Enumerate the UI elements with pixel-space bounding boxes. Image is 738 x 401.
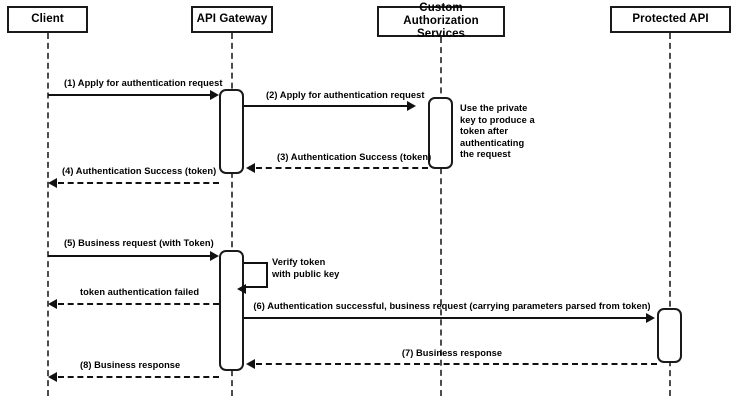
activation-gateway-business xyxy=(219,250,244,371)
message-label-token-auth-failed: token authentication failed xyxy=(80,287,200,297)
message-arrowhead-5 xyxy=(210,251,219,261)
message-line-4 xyxy=(58,182,219,184)
message-arrowhead-1 xyxy=(210,90,219,100)
participant-label-client: Client xyxy=(31,13,64,25)
message-label-3: (3) Authentication Success (token) xyxy=(277,152,432,162)
note-private-key: Use the private key to produce a token a… xyxy=(460,103,535,161)
message-arrowhead-3 xyxy=(246,163,255,173)
message-line-3 xyxy=(256,167,428,169)
activation-gateway-auth xyxy=(219,89,244,174)
message-label-6: (6) Authentication successful, business … xyxy=(253,301,651,311)
self-message-verify-token xyxy=(244,262,268,288)
activation-protected-api xyxy=(657,308,682,363)
message-line-7 xyxy=(256,363,657,365)
message-arrowhead-6 xyxy=(646,313,655,323)
message-line-2 xyxy=(244,105,408,107)
message-label-8: (8) Business response xyxy=(80,360,181,370)
participant-custom-authorization-services[interactable]: Custom Authorization Services xyxy=(377,2,505,40)
lifeline-client xyxy=(47,33,49,396)
message-label-2: (2) Apply for authentication request xyxy=(266,90,425,100)
activation-authsvc xyxy=(428,97,453,169)
message-line-5 xyxy=(48,255,211,257)
self-message-arrowhead-verify-token xyxy=(237,284,246,294)
message-line-token-auth-failed xyxy=(58,303,219,305)
participant-protected-api[interactable]: Protected API xyxy=(610,6,731,33)
lifeline-gateway xyxy=(231,33,233,396)
lifeline-authsvc xyxy=(440,37,442,396)
note-private-key-line-4: authenticating xyxy=(460,137,525,148)
note-verify-token: Verify token with public key xyxy=(272,257,339,280)
message-arrowhead-token-auth-failed xyxy=(48,299,57,309)
note-private-key-line-5: the request xyxy=(460,149,511,159)
participant-label-protected-api: Protected API xyxy=(632,13,709,25)
participant-label-custom-authorization-services: Custom Authorization Services xyxy=(403,2,479,40)
participant-client[interactable]: Client xyxy=(7,6,88,33)
message-line-8 xyxy=(58,376,219,378)
message-label-1: (1) Apply for authentication request xyxy=(64,78,223,88)
note-private-key-line-2: key to produce a xyxy=(460,114,535,125)
note-verify-token-line-1: Verify token xyxy=(272,257,326,267)
message-label-4: (4) Authentication Success (token) xyxy=(62,166,217,176)
message-label-7: (7) Business response xyxy=(401,348,503,358)
message-arrowhead-4 xyxy=(48,178,57,188)
note-private-key-line-1: Use the private xyxy=(460,103,528,113)
message-line-6 xyxy=(244,317,647,319)
note-private-key-line-3: token after xyxy=(460,126,509,136)
message-arrowhead-7 xyxy=(246,359,255,369)
note-verify-token-line-2: with public key xyxy=(272,268,340,279)
message-arrowhead-2 xyxy=(407,101,416,111)
message-line-1 xyxy=(48,94,211,96)
message-arrowhead-8 xyxy=(48,372,57,382)
participant-api-gateway[interactable]: API Gateway xyxy=(191,6,273,33)
participant-label-api-gateway: API Gateway xyxy=(196,13,268,25)
lifeline-api xyxy=(669,33,671,396)
message-label-5: (5) Business request (with Token) xyxy=(64,238,214,248)
